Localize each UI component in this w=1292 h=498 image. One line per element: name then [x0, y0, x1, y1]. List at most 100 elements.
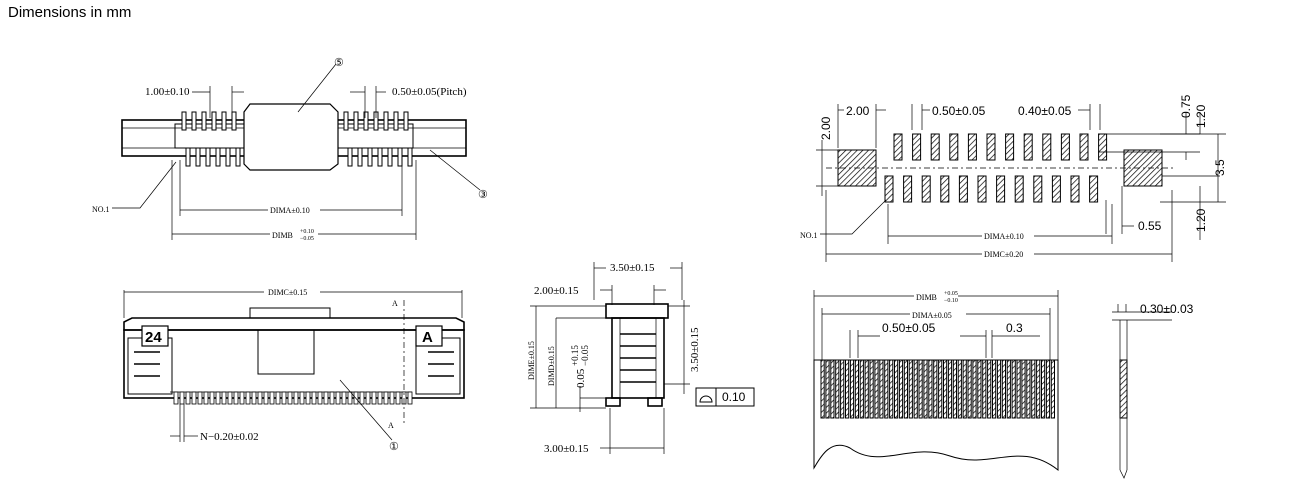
pcb-pad-bottom — [1033, 175, 1043, 203]
terminal-top — [403, 111, 409, 131]
front-terminal — [317, 391, 323, 405]
pcb-layout: 2.00 2.00 0.50±0.05 0.40±0.05 0.75 1.20 … — [800, 94, 1227, 262]
section-a-bottom: A — [388, 421, 394, 430]
pcb-dim-dima: DIMA±0.10 — [984, 232, 1024, 241]
terminal-top — [343, 111, 349, 131]
fpc-finger — [928, 359, 933, 419]
fpc-finger — [938, 359, 943, 419]
terminal-bottom — [357, 147, 363, 167]
pcb-pad-top — [893, 133, 903, 161]
front-terminal — [407, 391, 413, 405]
terminal-top — [383, 111, 389, 131]
terminal-bottom — [347, 147, 353, 167]
front-terminal — [179, 391, 185, 405]
fpc-finger — [835, 359, 840, 419]
pcb-pad-bottom — [1070, 175, 1080, 203]
fpc-finger — [987, 359, 992, 419]
terminal-top — [393, 111, 399, 131]
front-terminal — [173, 391, 179, 405]
front-terminal — [383, 391, 389, 405]
fpc-finger — [859, 359, 864, 419]
pcb-dim-1-20-top: 1.20 — [1194, 104, 1208, 128]
front-terminal — [293, 391, 299, 405]
fpc-dim-dimb: DIMB — [916, 293, 937, 302]
pcb-dim-0-55: 0.55 — [1138, 219, 1162, 233]
front-terminal — [323, 391, 329, 405]
terminal-bottom — [367, 147, 373, 167]
terminal-bottom — [225, 147, 231, 167]
fpc-finger — [869, 359, 874, 419]
front-view: DIMC±0.15 24 A A A N−0.20±0.02 ① — [123, 288, 465, 453]
front-terminal — [233, 391, 239, 405]
marker-a-box — [415, 325, 443, 347]
front-terminal — [311, 391, 317, 405]
fpc-finger — [884, 359, 889, 419]
front-terminal — [221, 391, 227, 405]
dim-1-00: 1.00±0.10 — [145, 86, 190, 98]
front-terminal — [365, 391, 371, 405]
pcb-pad-bottom — [977, 175, 987, 203]
dim-dima: DIMA±0.10 — [270, 206, 310, 215]
dim-3-50-top: 3.50±0.15 — [610, 262, 655, 274]
pcb-pad-top — [986, 133, 996, 161]
pcb-pad-bottom — [884, 175, 894, 203]
pcb-no1-label: NO.1 — [800, 231, 818, 240]
flatness-value: 0.10 — [722, 390, 746, 404]
fpc-finger — [898, 359, 904, 419]
fpc-dimb-tol-minus: −0.10 — [944, 298, 958, 304]
fpc-finger — [1026, 359, 1031, 419]
fpc-finger — [1011, 359, 1016, 419]
front-terminal — [359, 391, 365, 405]
terminal-bottom — [235, 147, 241, 167]
fpc-finger — [967, 359, 972, 419]
fpc-finger — [820, 359, 825, 419]
dim-0-05-minus: −0.05 — [580, 345, 590, 366]
marker-a: A — [422, 329, 433, 346]
callout-3: ③ — [478, 189, 488, 201]
fpc-dim-dima: DIMA±0.05 — [912, 311, 952, 320]
front-terminal — [185, 391, 191, 405]
front-terminal — [215, 391, 221, 405]
dim-dimd: DIMD±0.15 — [547, 346, 556, 386]
flatness-frame — [695, 387, 755, 407]
pcb-pad-bottom — [1014, 175, 1024, 203]
front-terminal — [347, 391, 353, 405]
front-view-actuator-tab — [249, 307, 331, 319]
pcb-pad-bottom — [958, 175, 968, 203]
terminal-top — [353, 111, 359, 131]
fpc-finger — [894, 359, 899, 419]
side-view-housing — [611, 317, 665, 399]
pcb-pad-top — [1023, 133, 1033, 161]
front-terminal — [371, 391, 377, 405]
fpc-finger — [889, 359, 894, 419]
terminal-top — [363, 111, 369, 131]
terminal-bottom — [195, 147, 201, 167]
side-view: 3.50±0.15 2.00±0.15 DIME±0.15 DIMD±0.15 … — [527, 262, 755, 455]
fpc-finger — [972, 359, 977, 419]
terminal-bottom — [215, 147, 221, 167]
pcb-pad-bottom — [903, 175, 913, 203]
fpc-dimb-tol-plus: +0.05 — [944, 291, 958, 297]
fpc-finger — [996, 359, 1002, 419]
dim-dimb: DIMB — [272, 231, 293, 240]
terminal-bottom — [205, 147, 211, 167]
front-terminal — [269, 391, 275, 405]
dim-2-00: 2.00±0.15 — [534, 285, 579, 297]
fpc-body — [813, 359, 1059, 472]
terminal-bottom — [397, 147, 403, 167]
dimb-tol-minus: −0.05 — [300, 236, 314, 242]
pcb-pad-bottom — [1051, 175, 1061, 203]
fpc-finger — [1001, 359, 1006, 419]
pcb-pad-top — [1005, 133, 1015, 161]
fpc-finger — [943, 359, 948, 419]
dim-pin-width: N−0.20±0.02 — [200, 431, 259, 443]
pcb-pad-bottom — [996, 175, 1006, 203]
page-heading: Dimensions in mm — [8, 4, 132, 21]
top-view-actuator — [243, 103, 339, 171]
front-terminal — [191, 391, 197, 405]
terminal-bottom — [407, 147, 413, 167]
front-terminal — [287, 391, 293, 405]
callout-1: ① — [389, 441, 399, 453]
fpc-dim-pitch: 0.50±0.05 — [882, 321, 936, 335]
pcb-pad-top — [1042, 133, 1052, 161]
